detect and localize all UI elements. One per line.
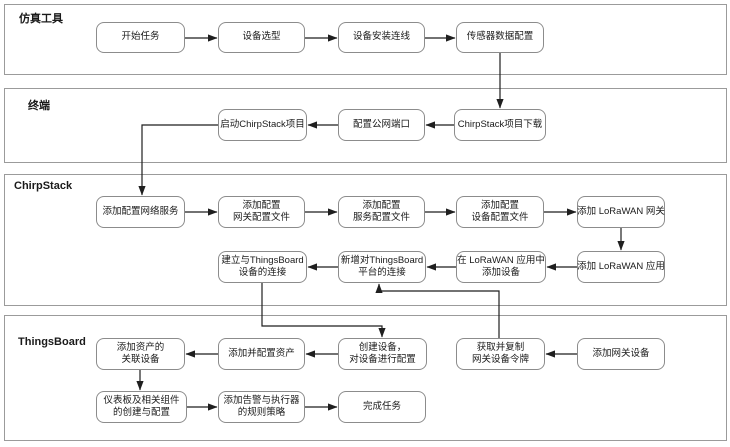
node-label-line: 添加告警与执行器 [223, 394, 300, 406]
node-label-line: 开始任务 [121, 31, 160, 43]
node-label-line: 添加并配置资产 [228, 347, 295, 359]
node-label-line: 设备选型 [242, 31, 281, 43]
node-sensor-data-config: 传感器数据配置 [456, 22, 544, 53]
node-add-network-service: 添加配置网络服务 [96, 196, 185, 228]
node-label-line: 在 LoRaWAN 应用中 [457, 254, 545, 266]
node-label-line: 设备安装连线 [352, 31, 410, 43]
node-device-selection: 设备选型 [218, 22, 305, 53]
node-add-configure-asset: 添加并配置资产 [218, 338, 305, 370]
node-label-line: 创建设备， [358, 341, 407, 353]
node-add-device-in-lorawan-app: 在 LoRaWAN 应用中添加设备 [456, 251, 546, 283]
node-label-line: 设备配置文件 [471, 212, 529, 223]
node-label-line: 添加配置网络服务 [102, 205, 179, 217]
swimlane-simulation-tools: 仿真工具 [4, 4, 727, 75]
node-label-line: 获取并复制 [476, 341, 525, 353]
lane-label-simulation-tools: 仿真工具 [19, 13, 63, 25]
node-label-line: 新增对ThingsBoard [340, 254, 424, 266]
node-label-line: 启动ChirpStack项目 [220, 118, 305, 130]
node-label-line: 添加配置 [480, 199, 519, 211]
node-label-line: 添加配置 [242, 199, 281, 211]
node-label-line: 的创建与配置 [112, 407, 170, 418]
lane-label-chirpstack: ChirpStack [14, 180, 73, 192]
node-label-line: 建立与ThingsBoard [221, 254, 304, 266]
swimlane-terminal: 终端 [4, 88, 727, 163]
node-label-line: 设备的连接 [238, 267, 287, 278]
node-label-line: 的规则策略 [237, 407, 286, 418]
node-label-line: 完成任务 [362, 400, 401, 412]
node-label-line: 添加配置 [362, 199, 401, 211]
node-complete-task: 完成任务 [338, 391, 426, 423]
node-launch-chirpstack-project: 启动ChirpStack项目 [218, 109, 307, 141]
node-configure-public-port: 配置公网端口 [338, 109, 425, 141]
node-label-line: 关联设备 [121, 354, 160, 365]
node-label-line: 平台的连接 [358, 267, 406, 278]
node-label-line: 传感器数据配置 [466, 31, 534, 43]
lane-label-thingsboard: ThingsBoard [18, 336, 86, 348]
node-label-line: 添加资产的 [116, 341, 165, 353]
lane-label-terminal: 终端 [28, 100, 50, 112]
node-add-device-profile: 添加配置设备配置文件 [456, 196, 544, 228]
node-device-install-wiring: 设备安装连线 [338, 22, 425, 53]
node-label-line: 添加 LoRaWAN 应用 [577, 260, 665, 272]
node-add-lorawan-gateway: 添加 LoRaWAN 网关 [577, 196, 665, 228]
swimlane-chirpstack: ChirpStack [4, 174, 727, 306]
node-add-asset-related-device: 添加资产的关联设备 [96, 338, 185, 370]
node-add-lorawan-app: 添加 LoRaWAN 应用 [577, 251, 665, 283]
node-label-line: ChirpStack项目下载 [457, 118, 543, 130]
node-label-line: 服务配置文件 [352, 212, 410, 223]
node-label-line: 配置公网端口 [352, 118, 410, 130]
node-label-line: 添加 LoRaWAN 网关 [577, 205, 665, 217]
node-label-line: 仪表板及相关组件 [103, 394, 180, 406]
node-dashboard-components: 仪表板及相关组件的创建与配置 [96, 391, 187, 423]
node-label-line: 对设备进行配置 [349, 354, 416, 365]
node-label-line: 网关配置文件 [232, 212, 290, 223]
node-copy-gateway-token: 获取并复制网关设备令牌 [456, 338, 545, 370]
node-create-configure-device: 创建设备，对设备进行配置 [338, 338, 427, 370]
node-chirpstack-project-download: ChirpStack项目下载 [454, 109, 546, 141]
node-label-line: 添加网关设备 [592, 347, 650, 359]
node-add-gateway-device: 添加网关设备 [577, 338, 665, 370]
node-add-gateway-profile: 添加配置网关配置文件 [218, 196, 305, 228]
node-start-task: 开始任务 [96, 22, 185, 53]
node-label-line: 网关设备令牌 [471, 354, 529, 365]
node-label-line: 添加设备 [481, 267, 520, 278]
node-alarm-actuator-rules: 添加告警与执行器的规则策略 [218, 391, 305, 423]
node-add-service-profile: 添加配置服务配置文件 [338, 196, 425, 228]
